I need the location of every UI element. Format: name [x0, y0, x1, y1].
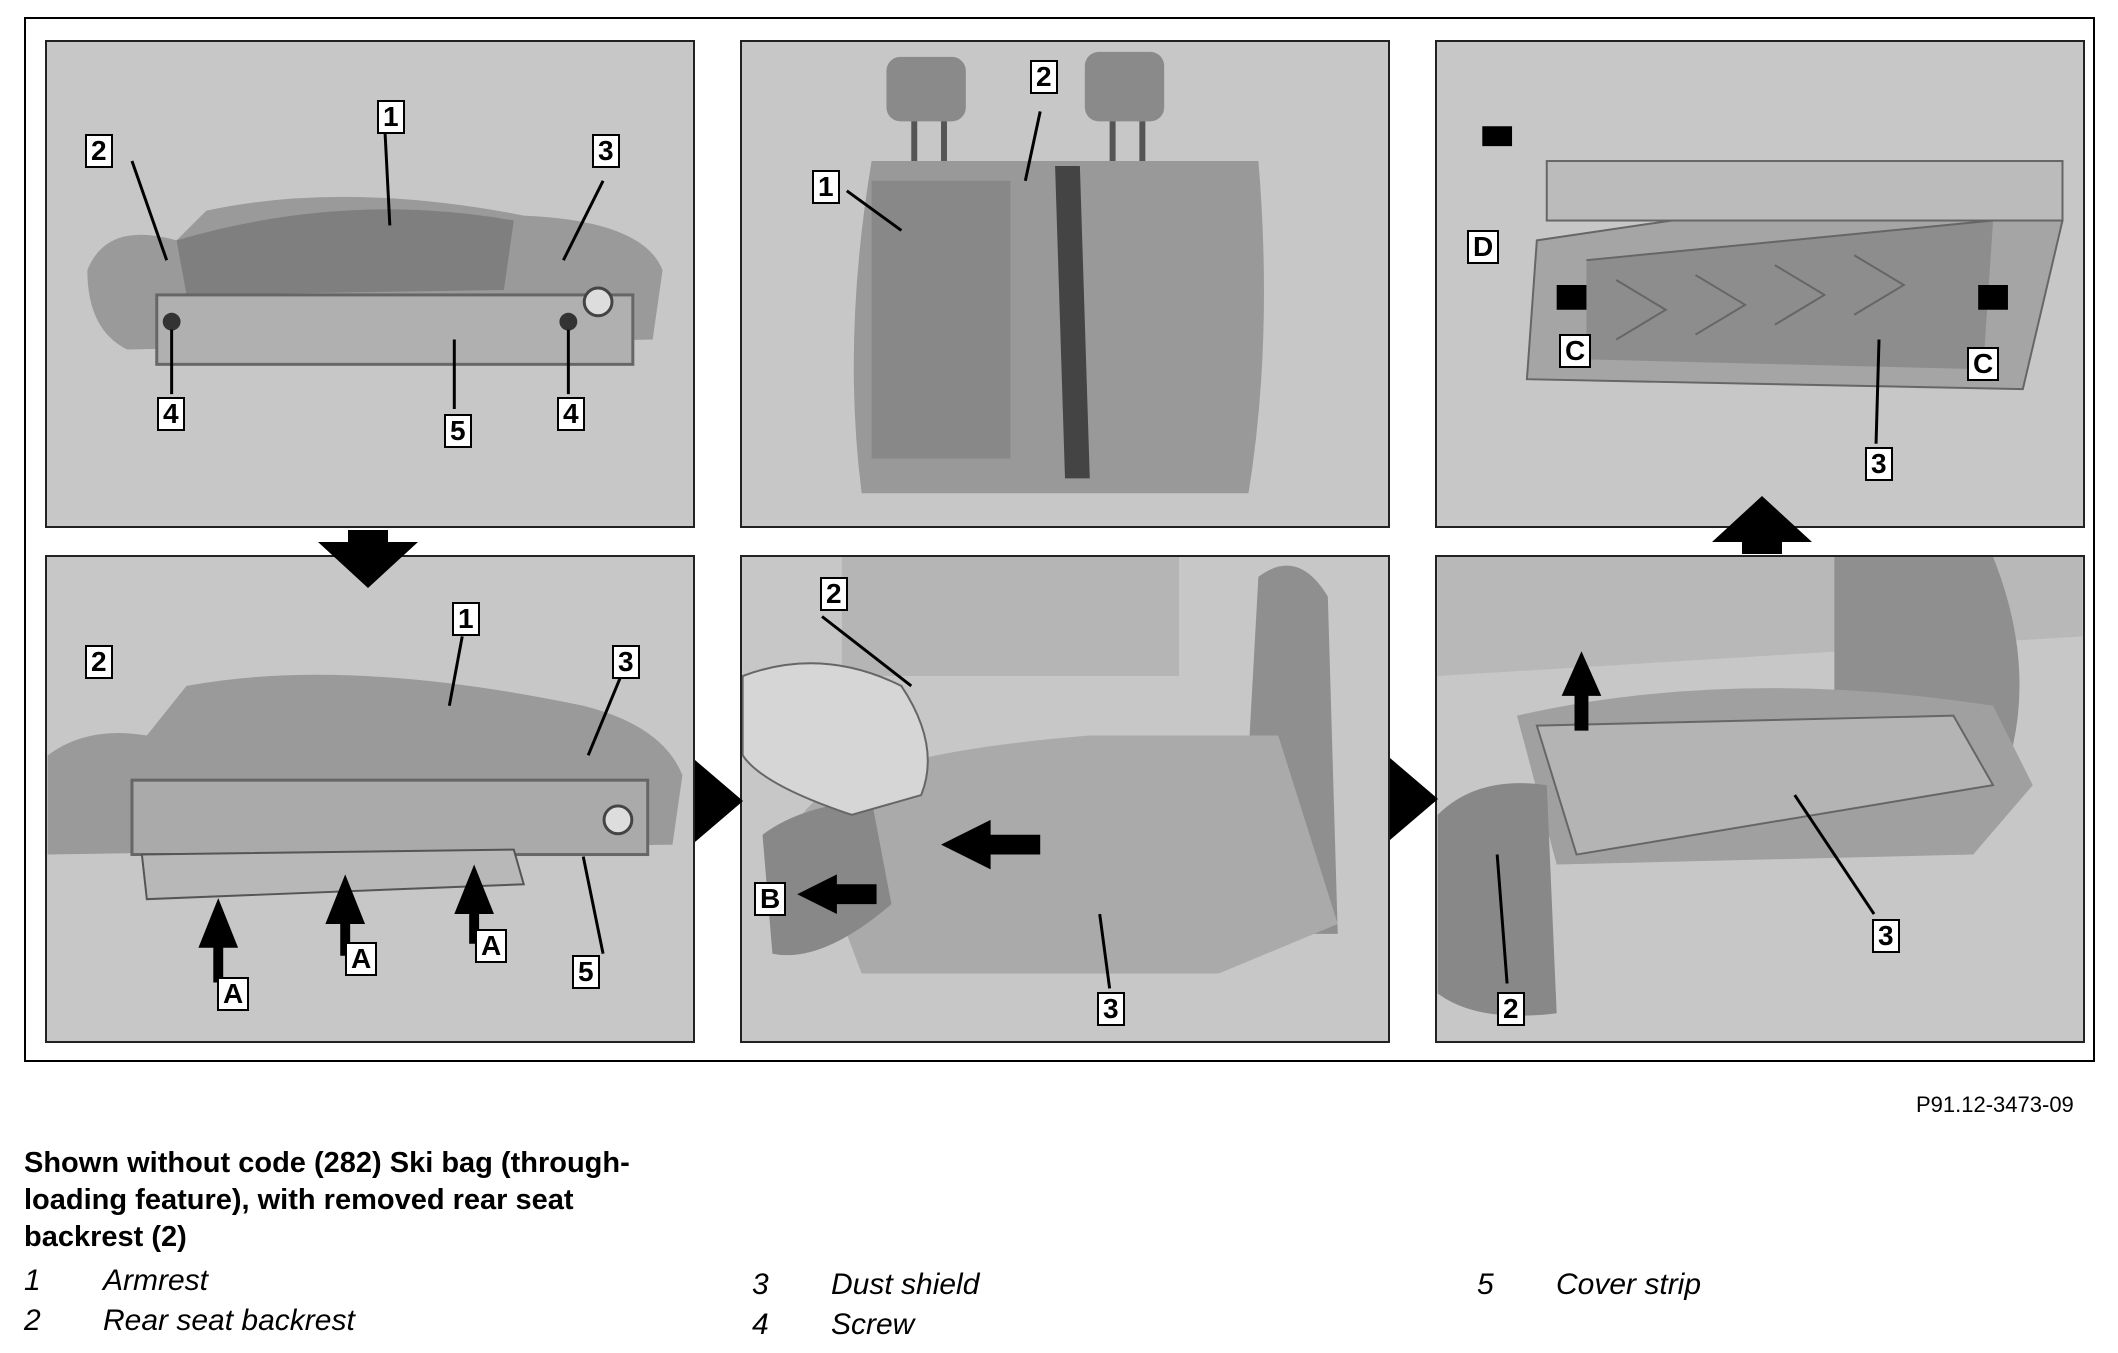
callout-5: 5: [444, 414, 472, 448]
backrest-illustration: [742, 42, 1388, 526]
callout-5: 5: [572, 955, 600, 989]
panel-rear-seat-backrest: 2 1: [740, 40, 1390, 528]
legend-label: Dust shield: [831, 1268, 980, 1301]
callout-4: 4: [157, 397, 185, 431]
arrow-down-icon: [318, 530, 418, 588]
legend-number: 5: [1477, 1268, 1494, 1301]
callout-2: 2: [85, 645, 113, 679]
callout-1: 1: [812, 170, 840, 204]
legend-label: Armrest: [103, 1264, 208, 1297]
arrow-right-icon: [695, 760, 743, 842]
callout-2: 2: [1030, 60, 1058, 94]
callout-2: 2: [1497, 992, 1525, 1026]
callout-3: 3: [592, 134, 620, 168]
legend-label: Rear seat backrest: [103, 1304, 355, 1337]
figure-reference: P91.12-3473-09: [1916, 1092, 2074, 1117]
remove-armrest-illustration: [742, 557, 1388, 1041]
lift-dust-shield-illustration: [1437, 557, 2083, 1041]
legend-label: Cover strip: [1556, 1268, 1702, 1301]
callout-3: 3: [612, 645, 640, 679]
caption-title: Shown without code (282) Ski bag (throug…: [24, 1147, 630, 1253]
arrow-right-icon: [1390, 758, 1438, 840]
panel-armrest-cover-strip: 1 2 3 A A A 5: [45, 555, 695, 1043]
callout-C: C: [1559, 334, 1592, 368]
callout-1: 1: [452, 602, 480, 636]
callout-Ab: A: [345, 942, 378, 976]
legend-number: 1: [24, 1264, 41, 1297]
panel-armrest-installed: 1 2 3 4 4 5: [45, 40, 695, 528]
callout-B: B: [754, 882, 787, 916]
legend-number: 4: [752, 1308, 769, 1341]
callout-2: 2: [820, 577, 848, 611]
callout-3: 3: [1097, 992, 1125, 1026]
callout-1: 1: [377, 100, 405, 134]
dust-shield-illustration: [1437, 42, 2083, 526]
callout-3: 3: [1872, 919, 1900, 953]
legend-number: 2: [24, 1304, 41, 1337]
panel-lift-dust-shield: 2 3: [1435, 555, 2085, 1043]
callout-A: A: [217, 977, 250, 1011]
legend-label: Screw: [831, 1308, 915, 1341]
callout-Cb: C: [1967, 347, 2000, 381]
callout-D: D: [1467, 230, 1500, 264]
callout-4b: 4: [557, 397, 585, 431]
arrow-up-icon: [1712, 496, 1812, 554]
legend-number: 3: [752, 1268, 769, 1301]
armrest-illustration: [47, 42, 693, 526]
callout-Ac: A: [475, 929, 508, 963]
panel-remove-armrest: 2 B 3: [740, 555, 1390, 1043]
callout-2: 2: [85, 134, 113, 168]
panel-dust-shield-removed: D C C 3: [1435, 40, 2085, 528]
callout-3: 3: [1865, 447, 1893, 481]
